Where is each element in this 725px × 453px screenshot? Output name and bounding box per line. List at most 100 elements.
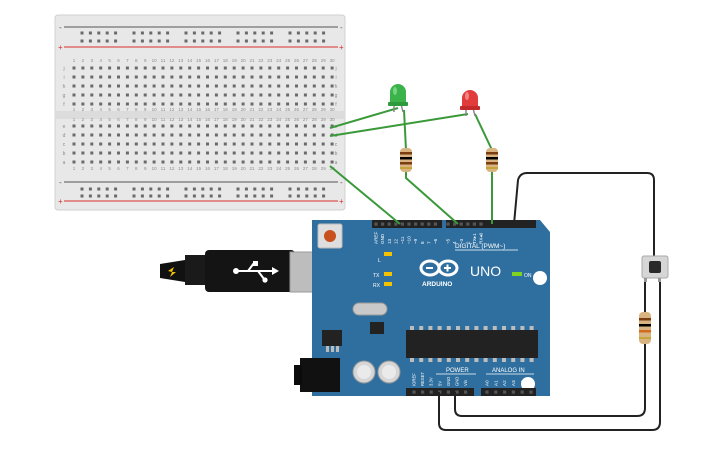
reset-button-cap[interactable] <box>324 230 336 242</box>
breadboard-hole[interactable] <box>268 160 272 164</box>
breadboard-hole[interactable] <box>72 124 76 128</box>
breadboard-hole[interactable] <box>125 151 129 155</box>
breadboard-hole[interactable] <box>90 160 94 164</box>
breadboard-hole[interactable] <box>312 151 316 155</box>
rail-hole[interactable] <box>192 31 196 35</box>
breadboard-hole[interactable] <box>81 93 85 97</box>
header-pin-socket[interactable] <box>414 222 418 226</box>
rail-hole[interactable] <box>218 31 222 35</box>
breadboard-hole[interactable] <box>197 133 201 137</box>
breadboard-hole[interactable] <box>188 84 192 88</box>
breadboard-hole[interactable] <box>241 142 245 146</box>
rail-hole[interactable] <box>313 31 317 35</box>
breadboard-hole[interactable] <box>286 66 290 70</box>
breadboard-hole[interactable] <box>117 93 120 97</box>
rail-hole[interactable] <box>201 31 205 35</box>
breadboard-hole[interactable] <box>90 93 94 97</box>
rail-hole[interactable] <box>80 194 84 198</box>
breadboard-hole[interactable] <box>117 151 120 155</box>
breadboard-hole[interactable] <box>250 66 254 70</box>
wire-black[interactable] <box>438 278 661 431</box>
breadboard-hole[interactable] <box>161 66 165 70</box>
rail-hole[interactable] <box>105 187 109 191</box>
breadboard-hole[interactable] <box>179 66 183 70</box>
breadboard-hole[interactable] <box>170 75 174 79</box>
rail-hole[interactable] <box>296 31 300 35</box>
breadboard-hole[interactable] <box>321 75 325 79</box>
rail-hole[interactable] <box>166 194 170 198</box>
barrel-jack[interactable] <box>300 358 340 392</box>
breadboard-hole[interactable] <box>81 160 85 164</box>
breadboard-hole[interactable] <box>321 66 325 70</box>
breadboard-hole[interactable] <box>125 160 129 164</box>
breadboard-hole[interactable] <box>99 133 103 137</box>
breadboard-hole[interactable] <box>143 75 147 79</box>
breadboard-hole[interactable] <box>277 124 281 128</box>
breadboard-hole[interactable] <box>232 84 236 88</box>
breadboard-hole[interactable] <box>125 66 129 70</box>
breadboard-hole[interactable] <box>268 84 272 88</box>
breadboard-hole[interactable] <box>108 133 112 137</box>
breadboard-hole[interactable] <box>152 102 156 106</box>
breadboard-hole[interactable] <box>223 75 227 79</box>
breadboard-hole[interactable] <box>259 133 263 137</box>
rail-hole[interactable] <box>184 187 188 191</box>
breadboard-hole[interactable] <box>277 102 281 106</box>
header-pin-socket[interactable] <box>446 222 450 226</box>
breadboard-hole[interactable] <box>152 66 156 70</box>
breadboard-hole[interactable] <box>99 66 103 70</box>
breadboard-hole[interactable] <box>206 93 209 97</box>
breadboard-hole[interactable] <box>206 151 209 155</box>
breadboard-hole[interactable] <box>321 124 325 128</box>
breadboard-hole[interactable] <box>90 66 94 70</box>
breadboard-hole[interactable] <box>197 75 201 79</box>
rail-hole[interactable] <box>305 187 309 191</box>
breadboard-hole[interactable] <box>295 133 298 137</box>
breadboard-hole[interactable] <box>125 75 129 79</box>
header-pin-socket[interactable] <box>479 222 483 226</box>
rail-hole[interactable] <box>261 187 265 191</box>
rail-hole[interactable] <box>288 194 292 198</box>
breadboard-hole[interactable] <box>161 102 165 106</box>
rail-hole[interactable] <box>140 187 144 191</box>
rail-hole[interactable] <box>114 39 118 43</box>
header-pin-socket[interactable] <box>511 390 515 394</box>
breadboard-hole[interactable] <box>206 142 209 146</box>
breadboard-hole[interactable] <box>179 75 183 79</box>
breadboard-hole[interactable] <box>72 75 76 79</box>
breadboard-hole[interactable] <box>321 102 325 106</box>
breadboard-hole[interactable] <box>117 66 120 70</box>
breadboard-hole[interactable] <box>117 75 120 79</box>
breadboard-hole[interactable] <box>214 124 218 128</box>
breadboard-hole[interactable] <box>99 151 103 155</box>
breadboard-hole[interactable] <box>295 142 298 146</box>
breadboard-hole[interactable] <box>197 124 201 128</box>
rail-hole[interactable] <box>288 39 292 43</box>
breadboard-hole[interactable] <box>125 133 129 137</box>
breadboard-hole[interactable] <box>321 160 325 164</box>
breadboard-hole[interactable] <box>268 151 272 155</box>
breadboard-hole[interactable] <box>214 160 218 164</box>
breadboard-hole[interactable] <box>188 93 192 97</box>
rail-hole[interactable] <box>244 187 248 191</box>
breadboard-hole[interactable] <box>108 84 112 88</box>
breadboard-hole[interactable] <box>259 160 263 164</box>
rail-hole[interactable] <box>270 194 274 198</box>
breadboard-hole[interactable] <box>259 93 263 97</box>
rail-hole[interactable] <box>132 187 136 191</box>
breadboard-hole[interactable] <box>143 142 147 146</box>
breadboard-hole[interactable] <box>330 93 334 97</box>
breadboard-hole[interactable] <box>312 93 316 97</box>
rail-hole[interactable] <box>114 31 118 35</box>
breadboard-hole[interactable] <box>152 84 156 88</box>
breadboard-hole[interactable] <box>117 142 120 146</box>
breadboard-hole[interactable] <box>161 75 165 79</box>
breadboard-hole[interactable] <box>179 142 183 146</box>
breadboard-hole[interactable] <box>90 151 94 155</box>
rail-hole[interactable] <box>140 39 144 43</box>
breadboard-hole[interactable] <box>330 102 334 106</box>
breadboard-hole[interactable] <box>125 124 129 128</box>
rail-hole[interactable] <box>88 194 92 198</box>
breadboard-hole[interactable] <box>241 84 245 88</box>
breadboard-hole[interactable] <box>108 160 112 164</box>
